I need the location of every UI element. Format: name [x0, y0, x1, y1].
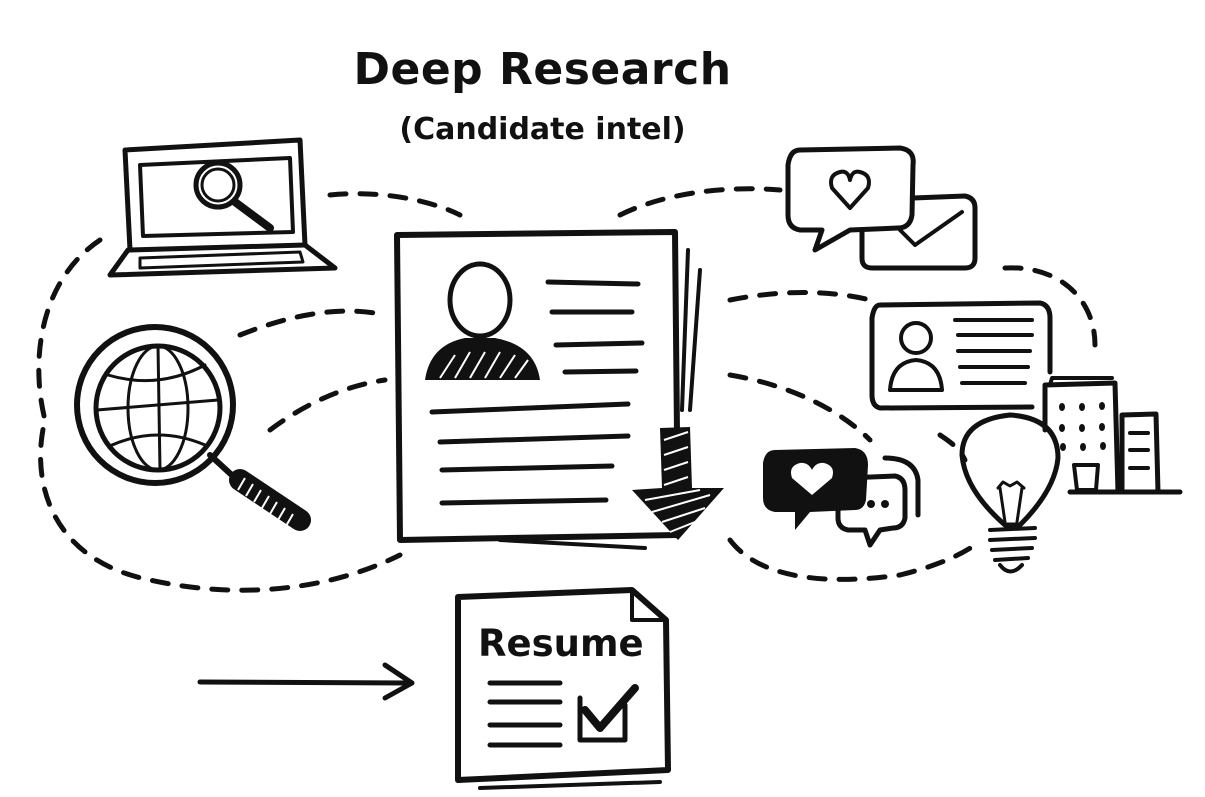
office-building-icon	[1042, 376, 1183, 495]
profile-card-icon	[869, 300, 1053, 411]
resume-label: Resume	[478, 622, 644, 665]
title: Deep Research	[353, 44, 732, 95]
flow-arrow-icon	[197, 662, 415, 701]
download-arrow-icon	[632, 427, 724, 540]
social-chat-bubbles-icon	[763, 448, 921, 548]
laptop-search-icon	[107, 137, 338, 278]
subtitle: (Candidate intel)	[399, 112, 686, 147]
envelope-icon	[859, 193, 978, 271]
chat-heart-icon	[785, 145, 916, 253]
candidate-profile-document-icon	[394, 229, 702, 550]
globe-magnifier-icon	[74, 324, 311, 531]
lightbulb-icon	[959, 412, 1061, 574]
resume-checkbox-icon	[455, 587, 671, 790]
